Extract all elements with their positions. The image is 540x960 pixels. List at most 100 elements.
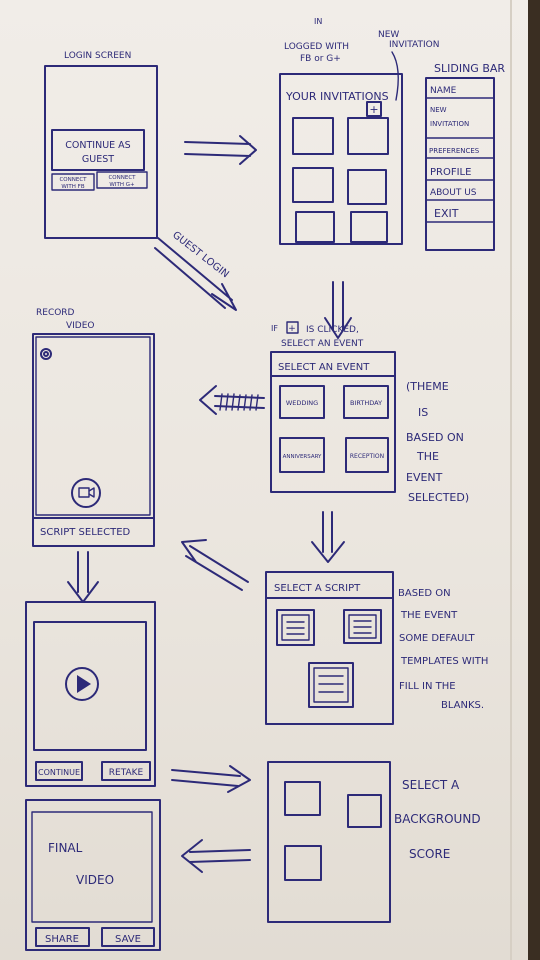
- theme-note-1: (THEME: [406, 380, 449, 393]
- event-anniversary-label: ANNIVERSARY: [283, 454, 322, 460]
- continue-as-guest-label-2: GUEST: [82, 154, 114, 165]
- final-video-group: FINAL VIDEO SHARE SAVE: [25, 799, 161, 951]
- video-camera-icon: [78, 487, 90, 498]
- arrow-record-to-preview: [67, 551, 99, 603]
- theme-note-3: BASED ON: [406, 431, 464, 444]
- sliding-item-about-us[interactable]: ABOUT US: [430, 188, 477, 198]
- arrow-invitations-to-event: [324, 281, 352, 339]
- theme-note-5: EVENT: [406, 471, 443, 484]
- share-button[interactable]: [35, 927, 90, 947]
- login-screen-group: LOGIN SCREEN CONTINUE AS GUEST CONNECT W…: [44, 51, 158, 239]
- camera-switch-icon[interactable]: [40, 348, 52, 360]
- add-invitation-button[interactable]: [366, 101, 382, 117]
- invitations-screen-group: IN LOGGED WITH FB or G+ NEW INVITATION Y…: [279, 17, 439, 245]
- sliding-item-invitation[interactable]: INVITATION: [430, 120, 469, 128]
- save-label: SAVE: [115, 934, 141, 945]
- preview-screen-group: CONTINUE RETAKE: [25, 601, 156, 787]
- continue-button[interactable]: [35, 761, 83, 781]
- connect-with-gplus-label-2: WITH G+: [109, 182, 135, 188]
- continue-as-guest-button[interactable]: [51, 129, 145, 171]
- event-note-plus-icon: +: [288, 324, 296, 334]
- record-video-group: RECORD VIDEO SCRIPT SELECTED: [32, 308, 155, 547]
- new-invitation-pointer: [391, 51, 399, 101]
- connect-with-gplus-button[interactable]: [96, 171, 148, 189]
- sliding-bar-frame: [425, 77, 495, 251]
- script-template-1[interactable]: [276, 609, 315, 646]
- select-script-frame: [265, 571, 394, 725]
- save-button[interactable]: [101, 927, 155, 947]
- invitation-thumb-2[interactable]: [347, 117, 389, 155]
- background-note-3: SCORE: [409, 847, 450, 861]
- final-video-area: [31, 811, 153, 923]
- score-option-2[interactable]: [347, 794, 382, 828]
- login-screen-frame: [44, 65, 158, 239]
- event-note-clicked: IS CLICKED,: [306, 325, 359, 335]
- theme-note-6: SELECTED): [408, 491, 469, 504]
- event-birthday-tile[interactable]: [343, 385, 389, 419]
- sliding-item-new[interactable]: NEW: [430, 106, 447, 114]
- invitation-thumb-1[interactable]: [292, 117, 334, 155]
- retake-button[interactable]: [101, 761, 151, 781]
- record-video-title-2: VIDEO: [66, 321, 95, 331]
- sliding-item-exit[interactable]: EXIT: [434, 207, 459, 220]
- camera-viewport: [35, 336, 151, 516]
- new-invitation-note-2: INVITATION: [389, 40, 439, 50]
- continue-as-guest-label-1: CONTINUE AS: [65, 140, 130, 151]
- sliding-bar-title: SLIDING BAR: [434, 62, 505, 75]
- script-template-3[interactable]: [308, 662, 354, 708]
- connect-with-gplus-label-1: CONNECT: [108, 175, 136, 181]
- event-wedding-label: WEDDING: [286, 399, 318, 407]
- script-template-2[interactable]: [343, 609, 382, 644]
- sliding-item-name[interactable]: NAME: [430, 86, 457, 96]
- record-button[interactable]: [71, 478, 101, 508]
- logged-note-line-2: LOGGED WITH: [284, 42, 349, 52]
- play-button[interactable]: [65, 667, 99, 701]
- connect-with-fb-label-2: WITH FB: [61, 184, 84, 190]
- arrow-script-to-record: [181, 539, 249, 591]
- event-reception-tile[interactable]: [345, 437, 389, 473]
- script-selected-label: SCRIPT SELECTED: [40, 527, 131, 538]
- retake-label: RETAKE: [109, 768, 144, 778]
- arrow-background-to-final: [181, 839, 251, 873]
- select-event-frame: [270, 351, 396, 493]
- event-note-select: SELECT AN EVENT: [281, 339, 364, 349]
- logged-note-line-3: FB or G+: [300, 54, 341, 64]
- plus-icon: +: [369, 103, 378, 116]
- script-note-5: FILL IN THE: [399, 681, 456, 692]
- score-option-3[interactable]: [284, 845, 322, 881]
- new-invitation-note-1: NEW: [378, 30, 399, 40]
- camera-switch-dot: [43, 351, 49, 357]
- invitation-thumb-6[interactable]: [350, 211, 388, 243]
- invitations-screen-frame: [279, 73, 403, 245]
- select-script-group: SELECT A SCRIPT BASED ON THE EVENT SOME …: [265, 571, 488, 725]
- connect-with-fb-button[interactable]: [51, 173, 95, 191]
- sliding-item-preferences[interactable]: PREFERENCES: [429, 147, 480, 155]
- score-option-1[interactable]: [284, 781, 321, 816]
- arrow-event-to-record: [199, 385, 265, 415]
- select-script-header: SELECT A SCRIPT: [274, 583, 361, 594]
- final-video-title-2: VIDEO: [76, 873, 114, 887]
- invitation-thumb-4[interactable]: [347, 169, 387, 205]
- background-score-group: SELECT A BACKGROUND SCORE: [267, 761, 481, 923]
- event-note-if: IF: [271, 324, 278, 333]
- video-preview-area: [33, 621, 147, 751]
- final-video-frame: [25, 799, 161, 951]
- select-event-group: IF + IS CLICKED, SELECT AN EVENT SELECT …: [270, 321, 469, 504]
- play-icon: [77, 675, 91, 693]
- event-note-plus-box: [286, 321, 299, 334]
- sliding-item-profile[interactable]: PROFILE: [430, 167, 471, 178]
- login-screen-title: LOGIN SCREEN: [64, 51, 131, 61]
- script-note-3: SOME DEFAULT: [399, 633, 476, 644]
- event-anniversary-tile[interactable]: [279, 437, 325, 473]
- event-wedding-tile[interactable]: [279, 385, 325, 419]
- script-note-2: THE EVENT: [400, 610, 458, 621]
- event-birthday-label: BIRTHDAY: [350, 399, 382, 407]
- invitation-thumb-5[interactable]: [295, 211, 335, 243]
- theme-note-4: THE: [416, 450, 439, 463]
- arrow-event-to-script: [311, 511, 345, 563]
- invitation-thumb-3[interactable]: [292, 167, 334, 203]
- event-reception-label: RECEPTION: [350, 453, 384, 460]
- script-note-6: BLANKS.: [441, 700, 484, 711]
- share-label: SHARE: [45, 934, 79, 945]
